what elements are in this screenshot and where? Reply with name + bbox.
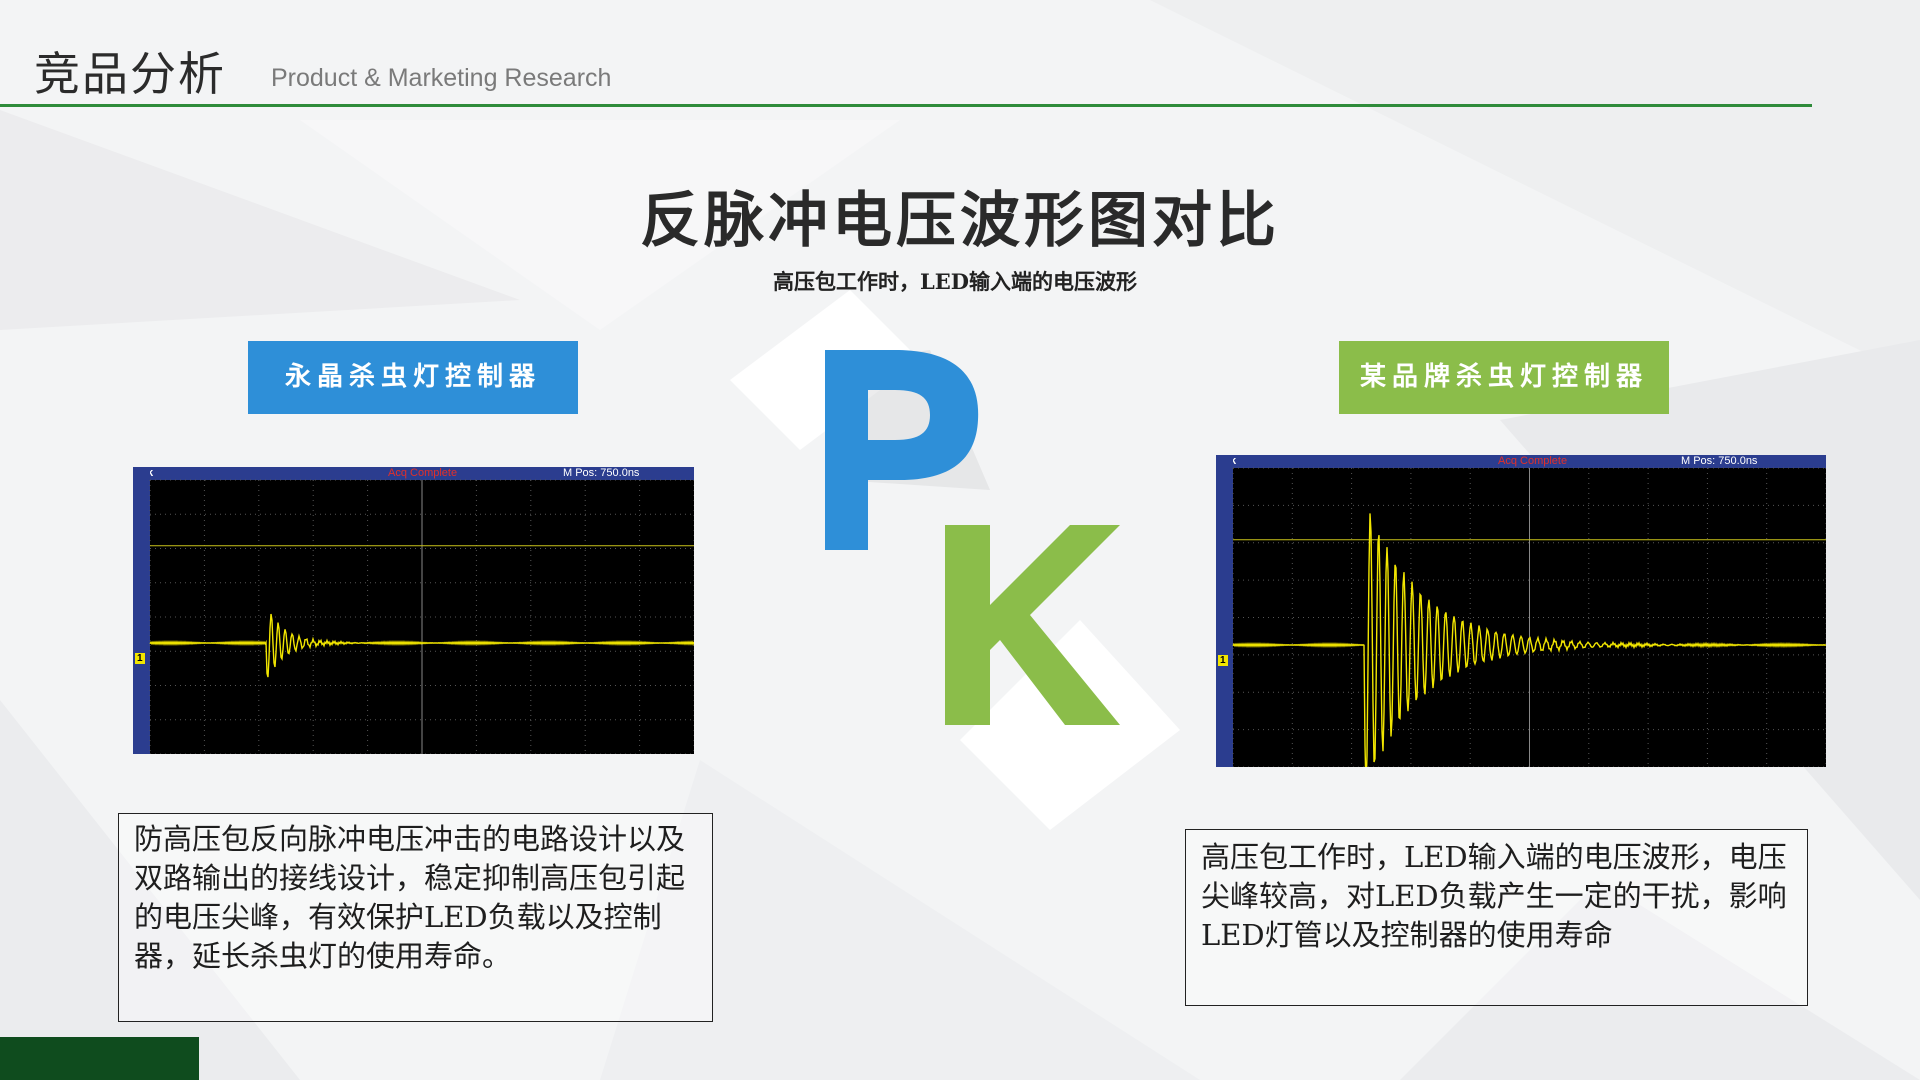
left-oscilloscope-screenshot: Tek Acq Complete M Pos: 750.0ns 1 xyxy=(133,467,694,754)
header-title: 竞品分析 xyxy=(34,47,226,101)
header-subtitle: Product & Marketing Research xyxy=(271,64,612,92)
right-oscilloscope-screenshot: Tek Acq Complete M Pos: 750.0ns 1 xyxy=(1216,455,1826,767)
scope-acq-status: Acq Complete xyxy=(388,467,458,479)
pk-letter-k-icon xyxy=(945,525,1120,725)
page-title: 反脉冲电压波形图对比 xyxy=(640,186,1280,256)
waveform-trace xyxy=(149,613,694,678)
page-subtitle: 高压包工作时，LED输入端的电压波形 xyxy=(773,269,1137,294)
scope-mpos: M Pos: 750.0ns xyxy=(1681,455,1758,467)
left-waveform xyxy=(149,479,694,754)
channel-marker: 1 xyxy=(1218,655,1228,666)
channel-marker: 1 xyxy=(135,653,145,664)
right-waveform xyxy=(1232,467,1826,767)
right-description: 高压包工作时，LED输入端的电压波形，电压尖峰较高，对LED负载产生一定的干扰，… xyxy=(1185,829,1808,1006)
scope-acq-status: Acq Complete xyxy=(1498,455,1568,467)
left-product-tag: 永晶杀虫灯控制器 xyxy=(248,341,578,414)
pk-letter-p-icon xyxy=(825,350,979,550)
footer-bar xyxy=(0,1037,199,1080)
header-divider xyxy=(0,104,1812,107)
left-description: 防高压包反向脉冲电压冲击的电路设计以及双路输出的接线设计，稳定抑制高压包引起的电… xyxy=(118,813,713,1022)
waveform-trace xyxy=(1232,513,1826,767)
scope-mpos: M Pos: 750.0ns xyxy=(563,467,640,479)
right-product-tag: 某品牌杀虫灯控制器 xyxy=(1339,341,1669,414)
